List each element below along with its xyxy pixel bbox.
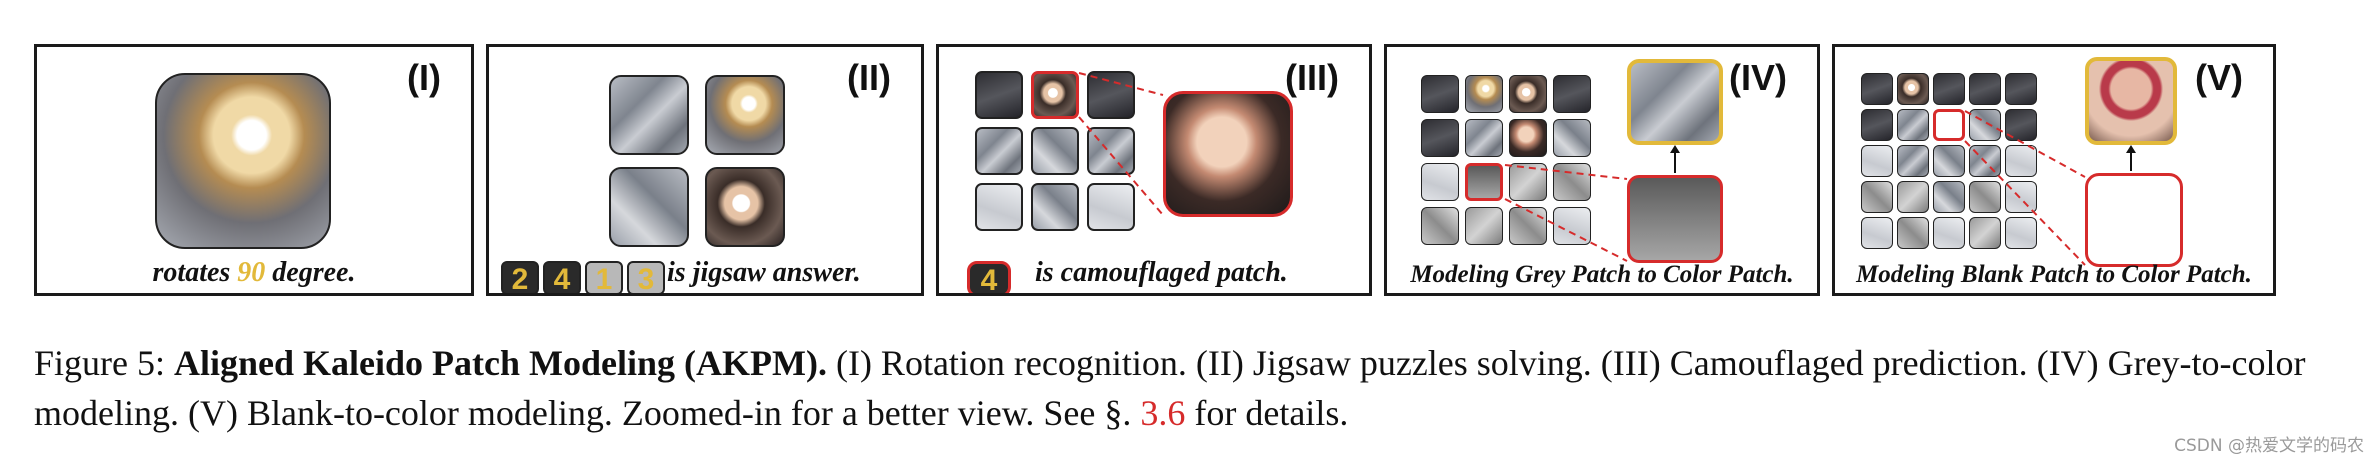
grid-patch xyxy=(1861,181,1893,213)
figure-caption-suffix: for details. xyxy=(1185,393,1349,433)
grid-patch xyxy=(1509,163,1547,201)
zoomed-grey-patch xyxy=(1627,175,1723,263)
grid-patch xyxy=(1087,183,1135,231)
grid-patch xyxy=(975,183,1023,231)
blank-patch xyxy=(1933,109,1965,141)
grid-patch xyxy=(1421,163,1459,201)
color-target-patch xyxy=(1627,59,1723,145)
grid-patch xyxy=(1933,217,1965,249)
grid-patch xyxy=(1465,75,1503,113)
grid-patch xyxy=(1553,119,1591,157)
grid-patch xyxy=(1087,71,1135,119)
grid-patch xyxy=(1861,109,1893,141)
grid-patch xyxy=(2005,181,2037,213)
panel-label: (V) xyxy=(2195,57,2243,98)
grid-patch xyxy=(1897,145,1929,177)
panel-blank-to-color: (V) Modeling Blank Patch to Color Patch. xyxy=(1832,44,2276,296)
panel-camouflage: (III) 4 is camouflaged patch. xyxy=(936,44,1372,296)
grid-patch xyxy=(1553,75,1591,113)
panel-grey-to-color: (IV) Modeling Grey Patch to Color Patch. xyxy=(1384,44,1820,296)
grid-patch xyxy=(1421,207,1459,245)
jigsaw-answer-digit: 2 xyxy=(501,261,539,293)
grid-patch xyxy=(1509,207,1547,245)
figure-title: Aligned Kaleido Patch Modeling (AKPM). xyxy=(174,343,827,383)
grid-patch xyxy=(1465,207,1503,245)
grid-patch xyxy=(1421,75,1459,113)
grid-patch xyxy=(1465,119,1503,157)
panel-caption: rotates 90 degree. xyxy=(152,257,356,288)
panel-caption: is camouflaged patch. xyxy=(1035,257,1288,288)
grid-patch xyxy=(1861,73,1893,105)
grid-patch xyxy=(1969,181,2001,213)
grid-patch xyxy=(1933,181,1965,213)
grid-patch xyxy=(1897,181,1929,213)
color-target-patch xyxy=(2085,57,2177,145)
jigsaw-patch xyxy=(609,75,689,155)
panel-label: (IV) xyxy=(1729,57,1787,98)
grid-patch xyxy=(1969,217,2001,249)
panel-caption: is jigsaw answer. xyxy=(667,257,861,288)
figure-caption-body: (I) Rotation recognition. (II) Jigsaw pu… xyxy=(34,343,2306,433)
grid-patch xyxy=(1897,217,1929,249)
panel-caption: Modeling Grey Patch to Color Patch. xyxy=(1410,261,1794,288)
grid-patch xyxy=(1969,109,2001,141)
zoom-connector-lines xyxy=(1964,110,2136,266)
grid-patch xyxy=(1933,73,1965,105)
zoom-connector-lines xyxy=(1078,72,1164,216)
jigsaw-patch xyxy=(609,167,689,247)
panel-label: (III) xyxy=(1285,57,1339,98)
jigsaw-answer-digit: 4 xyxy=(543,261,581,293)
grey-patch xyxy=(1465,163,1503,201)
grid-patch xyxy=(2005,217,2037,249)
grid-patch xyxy=(1897,109,1929,141)
zoomed-camouflaged-patch xyxy=(1163,91,1293,217)
jigsaw-patch xyxy=(705,167,785,247)
grid-patch xyxy=(975,127,1023,175)
panel-rotation: (I) rotates 90 degree. xyxy=(34,44,474,296)
panel-caption: Modeling Blank Patch to Color Patch. xyxy=(1856,261,2252,288)
camouflaged-patch xyxy=(1031,71,1079,119)
rotated-image xyxy=(155,73,331,249)
zoom-connector-lines xyxy=(1504,145,1680,262)
panel-label: (II) xyxy=(847,57,891,98)
panel-label: (I) xyxy=(407,57,441,98)
grid-patch xyxy=(1421,119,1459,157)
grid-patch xyxy=(1861,217,1893,249)
jigsaw-answer-digit: 3 xyxy=(627,261,665,293)
grid-patch xyxy=(2005,73,2037,105)
camouflaged-badge: 4 xyxy=(967,261,1011,293)
grid-patch xyxy=(1897,73,1929,105)
watermark: CSDN @热爱文学的码农 xyxy=(2174,436,2364,456)
grid-patch xyxy=(1031,183,1079,231)
grid-patch xyxy=(1553,163,1591,201)
grid-patch xyxy=(2005,145,2037,177)
grid-patch xyxy=(1933,145,1965,177)
grid-patch xyxy=(1031,127,1079,175)
grid-patch xyxy=(1969,73,2001,105)
grid-patch xyxy=(1509,75,1547,113)
figure-number: Figure 5: xyxy=(34,343,174,383)
grid-patch xyxy=(1861,145,1893,177)
grid-patch xyxy=(1509,119,1547,157)
rotation-degree: 90 xyxy=(237,257,266,288)
panel-jigsaw: (II) 2 4 1 3 is jigsaw answer. xyxy=(486,44,924,296)
jigsaw-patch xyxy=(705,75,785,155)
zoomed-blank-patch xyxy=(2085,173,2183,267)
section-reference-link[interactable]: 3.6 xyxy=(1140,393,1186,433)
jigsaw-answer-digit: 1 xyxy=(585,261,623,293)
figure-caption: Figure 5: Aligned Kaleido Patch Modeling… xyxy=(34,338,2344,438)
grid-patch xyxy=(975,71,1023,119)
